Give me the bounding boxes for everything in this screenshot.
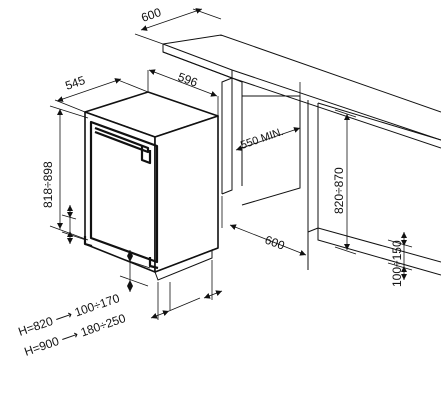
- dim-appliance-plinth: [61, 205, 223, 320]
- appliance: [83, 91, 219, 281]
- dim-recess-depth: 600: [221, 196, 309, 262]
- label-recess-height: 820÷870: [332, 167, 346, 214]
- appliance-side: [154, 115, 219, 273]
- appliance-plinth: [154, 249, 213, 281]
- label-appliance-width: 596: [176, 70, 200, 90]
- label-min-recess: 550 MIN.: [239, 126, 285, 152]
- kitchen-unit: [162, 34, 441, 276]
- dim-recess-height: 820÷870: [332, 109, 357, 255]
- label-worktop-depth: 600: [139, 5, 163, 25]
- dim-worktop-depth: 600: [134, 5, 222, 45]
- plinth-notes: H=820 ⟶ 100÷170 H=900 ⟶ 180÷250: [16, 291, 127, 359]
- dim-min-recess: 550 MIN.: [235, 126, 301, 152]
- label-recess-depth: 600: [263, 233, 287, 253]
- label-appliance-depth: 545: [63, 73, 87, 93]
- dim-appliance-width: 596: [147, 69, 219, 116]
- dim-plinth-height: 100÷150: [387, 232, 413, 287]
- dim-appliance-height: 818÷898: [41, 105, 89, 241]
- dim-appliance-depth: 545: [54, 73, 149, 113]
- appliance-door: [89, 120, 159, 264]
- door-handle: [94, 126, 150, 154]
- label-plinth-height: 100÷150: [390, 240, 404, 287]
- label-appliance-height: 818÷898: [41, 161, 55, 208]
- left-cabinet-panel: [221, 77, 243, 195]
